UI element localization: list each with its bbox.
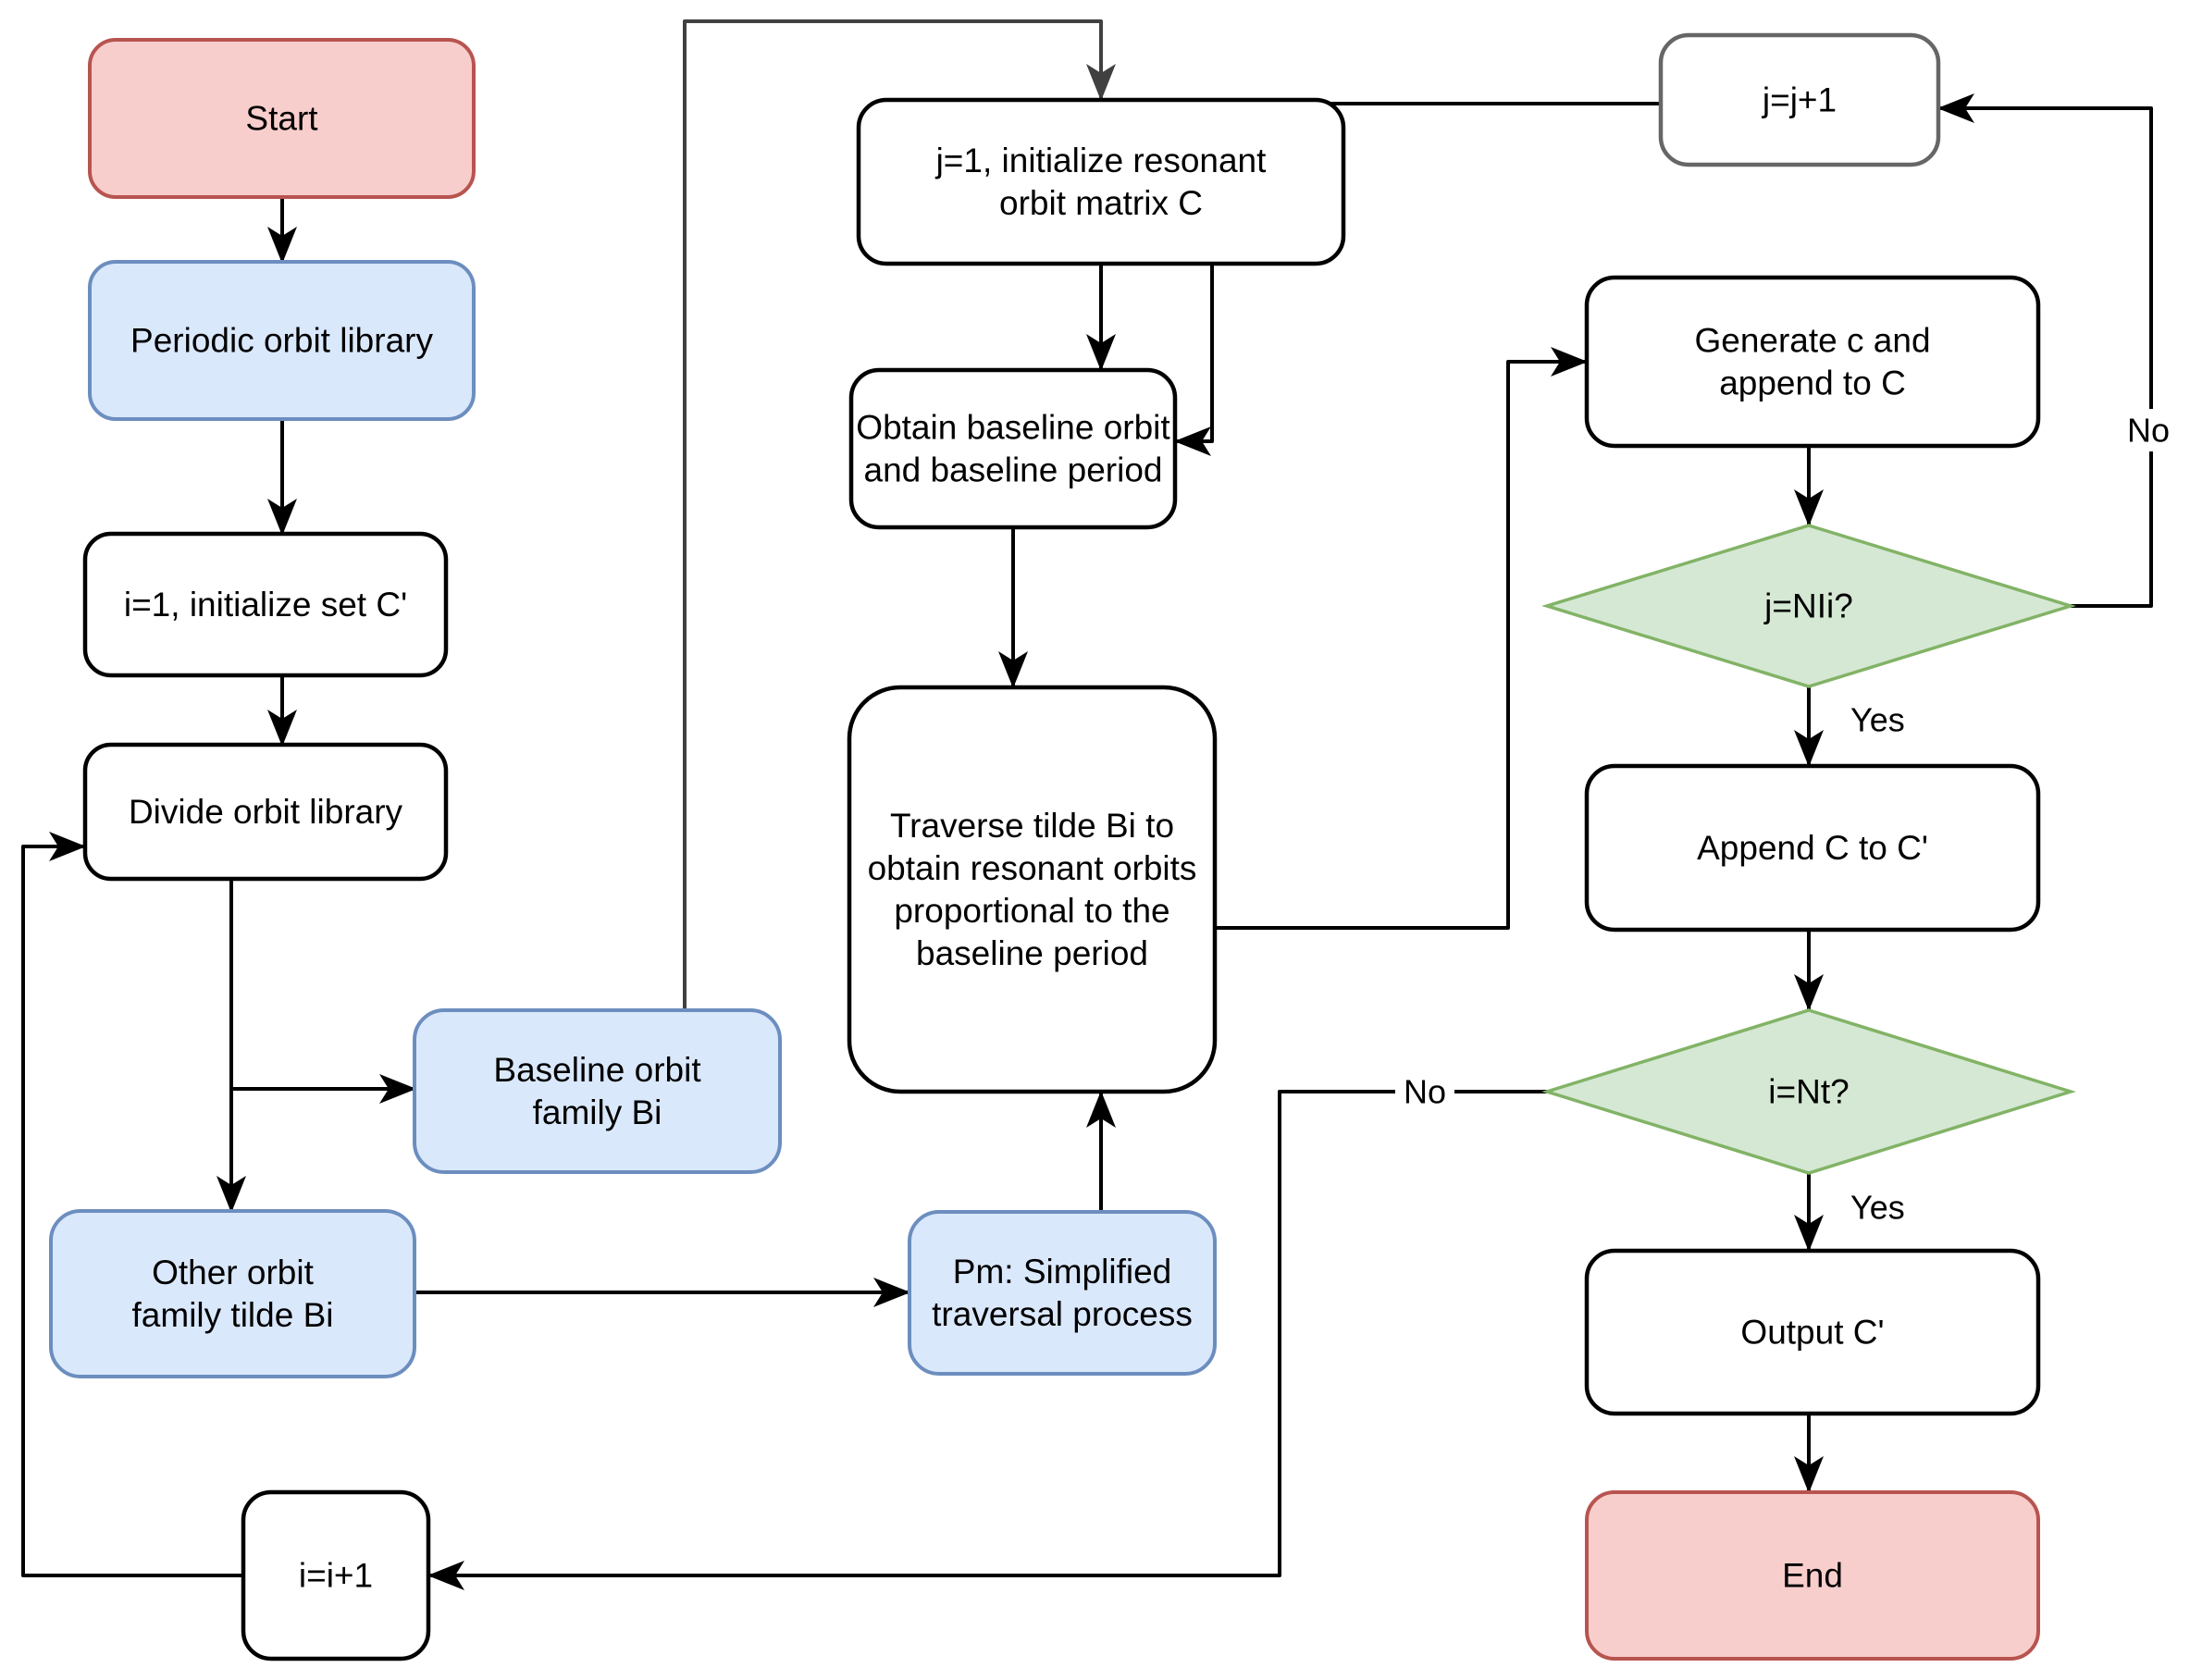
node-divide-orbit-library-shape [82,742,449,882]
node-generate-c-append-label: Generate c and [1694,322,1930,360]
node-initialize-resonant-matrix-label: orbit matrix C [999,184,1203,222]
node-output-c: Output C' [1584,1248,2041,1416]
node-baseline-orbit-family-label: Baseline orbit [493,1051,701,1089]
node-pm-simplified-traversal: Pm: Simplified traversal process [908,1210,1217,1376]
node-j-increment: j=j+1 [1658,32,1941,167]
edge-label-bg-d_i-iplus-no [1395,1070,1454,1113]
node-obtain-baseline-orbit-label: and baseline period [864,451,1163,489]
node-end: End [1585,1490,2040,1661]
node-other-orbit-family-shape [49,1209,416,1378]
node-generate-c-append-label: append to C [1719,364,1906,402]
node-obtain-baseline-orbit-label: Obtain baseline orbit [856,409,1170,447]
node-divide-orbit-library: Divide orbit library [82,742,449,882]
node-j-increment-shape [1658,32,1941,167]
node-decision-i-nt-shape [1541,1008,2076,1175]
node-start-label: Start [245,100,318,138]
node-pm-simplified-traversal-shape [908,1210,1217,1376]
edge-label-bg-d_j-jplus-no [2119,409,2178,451]
node-initialize-set-c: i=1, initialize set C' [82,531,449,678]
edge-jplus-obtain [1174,102,1661,456]
node-traverse-tilde-bi-label: obtain resonant orbits [868,849,1197,887]
node-start: Start [88,38,476,199]
node-initialize-resonant-matrix-shape [856,97,1346,266]
node-obtain-baseline-orbit-shape [848,367,1178,530]
node-traverse-tilde-bi-shape [847,685,1218,1094]
node-decision-j-nli-shape [1541,524,2076,688]
node-traverse-tilde-bi-label: proportional to the [894,892,1169,930]
edge-iplus-divide [21,832,243,1577]
node-generate-c-append: Generate c and append to C [1584,275,2041,449]
node-i-increment: i=i+1 [241,1489,431,1661]
node-periodic-orbit-library-shape [88,260,476,421]
edge-label-d_j-append-yes: Yes [1850,701,1905,739]
edge-traverse-generate [1215,347,1588,930]
node-baseline-orbit-family-label: family Bi [533,1093,662,1131]
edge-label-d_i-output-yes: Yes [1850,1189,1905,1227]
node-initialize-set-c-label: i=1, initialize set C' [124,586,407,624]
node-i-increment-shape [241,1489,431,1661]
node-periodic-orbit-library-label: Periodic orbit library [130,322,433,360]
node-obtain-baseline-orbit: Obtain baseline orbit and baseline period [848,367,1178,530]
node-output-c-shape [1584,1248,2041,1416]
edge-label-d_j-jplus-no: No [2127,412,2170,450]
edge-label-d_i-iplus-no: No [1404,1073,1446,1111]
node-initialize-resonant-matrix: j=1, initialize resonant orbit matrix C [856,97,1346,266]
node-j-increment-label: j=j+1 [1762,81,1837,119]
node-i-increment-label: i=i+1 [299,1557,373,1595]
node-end-label: End [1782,1557,1843,1595]
node-generate-c-append-shape [1584,275,2041,449]
node-append-c-to-c-label: Append C to C' [1697,829,1928,867]
node-pm-simplified-traversal-label: Pm: Simplified [953,1253,1171,1291]
node-initialize-resonant-matrix-label: j=1, initialize resonant [935,142,1268,179]
node-decision-j-nli-label: j=NIi? [1763,587,1853,625]
node-traverse-tilde-bi-label: Traverse tilde Bi to [890,807,1174,845]
node-append-c-to-c: Append C to C' [1584,763,2041,933]
node-other-orbit-family-label: Other orbit [152,1254,315,1291]
node-decision-i-nt: i=Nt? [1541,1008,2076,1175]
node-decision-i-nt-label: i=Nt? [1768,1073,1849,1111]
node-start-shape [88,38,476,199]
node-baseline-orbit-family-shape [413,1008,782,1174]
node-end-shape [1585,1490,2040,1661]
edge-d_j-jplus-no [1937,93,2153,608]
node-traverse-tilde-bi-label: baseline period [916,934,1148,972]
node-other-orbit-family-label: family tilde Bi [132,1296,334,1334]
node-pm-simplified-traversal-label: traversal process [932,1295,1193,1333]
node-initialize-set-c-shape [82,531,449,678]
node-periodic-orbit-library: Periodic orbit library [88,260,476,421]
node-traverse-tilde-bi: Traverse tilde Bi to obtain resonant orbi… [847,685,1218,1094]
node-output-c-label: Output C' [1740,1314,1884,1352]
node-divide-orbit-library-label: Divide orbit library [129,793,403,831]
edge-baseline-init_j [683,19,1116,1010]
node-decision-j-nli: j=NIi? [1541,524,2076,688]
node-baseline-orbit-family: Baseline orbit family Bi [413,1008,782,1174]
node-other-orbit-family: Other orbit family tilde Bi [49,1209,416,1378]
node-append-c-to-c-shape [1584,763,2041,933]
